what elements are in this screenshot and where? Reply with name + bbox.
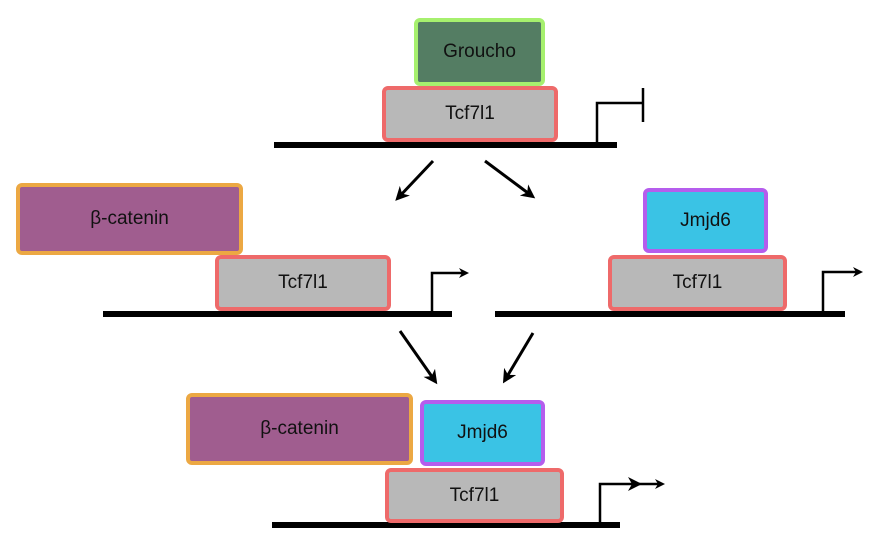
flow-arrow-right-to-bottom [502, 332, 535, 384]
beta-catenin-protein: β-catenin [16, 183, 243, 255]
promoter-active-icon [821, 267, 863, 314]
promoter-repressed-icon [595, 101, 643, 145]
promoter-strong-active-icon [598, 479, 665, 525]
tcf7l1-protein: Tcf7l1 [215, 255, 391, 311]
jmjd6-protein: Jmjd6 [643, 188, 768, 253]
groucho-protein: Groucho [414, 18, 545, 86]
jmjd6-protein: Jmjd6 [420, 400, 545, 466]
tcf7l1-protein: Tcf7l1 [385, 468, 564, 523]
flow-arrow-top-to-right [484, 159, 536, 199]
beta-catenin-protein: β-catenin [186, 393, 413, 465]
promoter-active-icon [430, 268, 469, 314]
flow-arrow-left-to-bottom [398, 330, 438, 385]
tcf7l1-protein: Tcf7l1 [608, 255, 787, 311]
tcf7l1-protein: Tcf7l1 [382, 86, 558, 142]
promoter-second-arrowhead-icon [628, 477, 642, 491]
flow-arrow-top-to-left [395, 159, 435, 201]
